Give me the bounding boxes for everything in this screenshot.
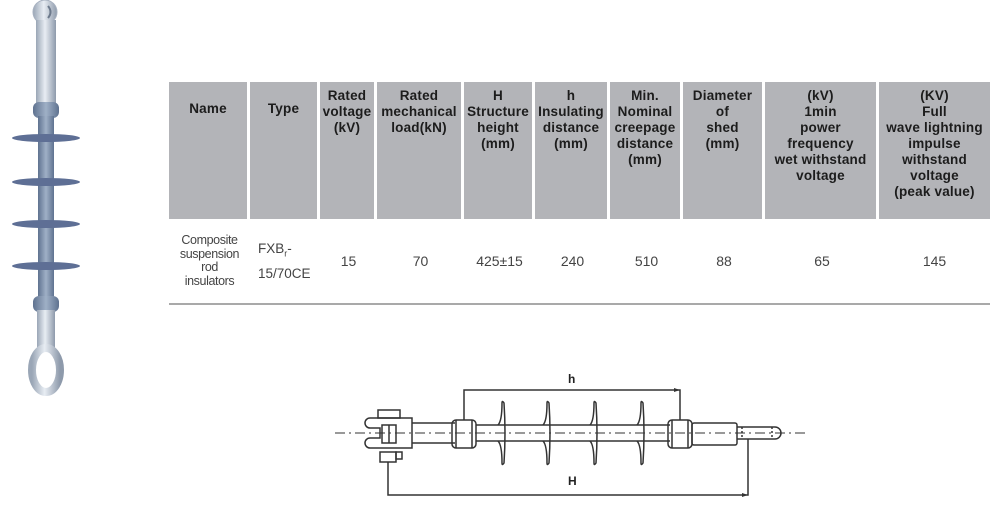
cell-type: FXBr- 15/70CE	[250, 219, 320, 305]
header-creepage-distance: Min. Nominal creepage distance (mm)	[610, 82, 683, 219]
cell-lightning-impulse-withstand: 145	[879, 219, 990, 305]
header-rated-voltage: Rated voltage (kV)	[320, 82, 377, 219]
insulator-drawing	[335, 388, 805, 497]
cell-rated-voltage: 15	[320, 219, 377, 305]
cell-name: Composite suspension rod insulators	[169, 219, 250, 305]
type-main: FXB	[258, 241, 285, 257]
cell-creepage-distance: 510	[610, 219, 683, 305]
header-structure-height: H Structure height (mm)	[464, 82, 535, 219]
header-lightning-impulse-withstand: (KV) Full wave lightning impulse withsta…	[879, 82, 990, 219]
insulator-photo	[12, 0, 80, 396]
table-header-row: Name Type Rated voltage (kV) Rated mecha…	[169, 82, 990, 219]
dimension-label-h: h	[568, 372, 576, 386]
type-rest: - 15/70CE	[258, 241, 311, 281]
dimension-label-H: H	[568, 474, 577, 488]
type-subscript: r	[284, 248, 288, 259]
header-type: Type	[250, 82, 320, 219]
cell-structure-height: 425±15	[464, 219, 535, 305]
cell-power-frequency-withstand: 65	[765, 219, 879, 305]
header-insulating-distance: h Insulating distance (mm)	[535, 82, 610, 219]
dimension-diagram: h H	[330, 370, 820, 505]
spec-table: Name Type Rated voltage (kV) Rated mecha…	[169, 82, 990, 305]
header-rated-mechanical-load: Rated mechanical load(kN)	[377, 82, 464, 219]
cell-insulating-distance: 240	[535, 219, 610, 305]
header-name: Name	[169, 82, 250, 219]
header-shed-diameter: Diameter of shed (mm)	[683, 82, 765, 219]
header-power-frequency-withstand: (kV) 1min power frequency wet withstand …	[765, 82, 879, 219]
table-row: Composite suspension rod insulators FXBr…	[169, 219, 990, 305]
cell-shed-diameter: 88	[683, 219, 765, 305]
cell-rated-mechanical-load: 70	[377, 219, 464, 305]
